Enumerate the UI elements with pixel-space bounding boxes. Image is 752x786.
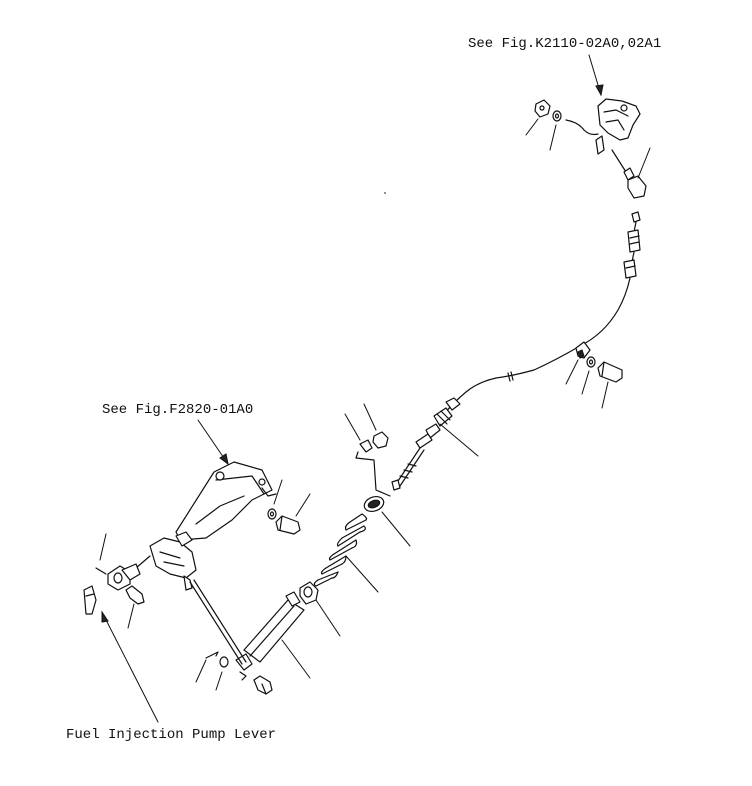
- lower-bolt: [275, 493, 311, 535]
- compression-spring: [313, 513, 379, 593]
- cable-clamp: [565, 341, 591, 385]
- reference-label-k2110: See Fig.K2110-02A0,02A1: [468, 36, 662, 52]
- upper-washer: [549, 110, 562, 151]
- reference-label-f2820: See Fig.F2820-01A0: [102, 402, 254, 418]
- lower-lever: [135, 531, 247, 665]
- small-nut: [363, 403, 389, 449]
- cotter-pin-group: [344, 413, 391, 497]
- spring-seat: [363, 495, 411, 547]
- upper-cable-end: [611, 147, 651, 279]
- fuel-pump-lever: [83, 585, 159, 723]
- upper-nut: [525, 99, 551, 136]
- spring-case: [235, 591, 311, 681]
- lower-bracket: [175, 419, 277, 541]
- pump-lever-joint: [95, 533, 141, 591]
- lower-washer: [267, 479, 283, 520]
- case-pin: [195, 651, 229, 691]
- clamp-bolt: [597, 361, 623, 409]
- lower-cable-end: [391, 397, 479, 491]
- clamp-washer: [581, 356, 596, 395]
- spring-collar: [299, 581, 341, 637]
- upper-lever-assembly: [565, 54, 641, 155]
- fuel-injection-pump-lever-label: Fuel Injection Pump Lever: [66, 727, 277, 743]
- control-cable: [445, 277, 631, 413]
- case-bolt: [253, 675, 273, 695]
- pump-lever-bolt: [125, 585, 145, 629]
